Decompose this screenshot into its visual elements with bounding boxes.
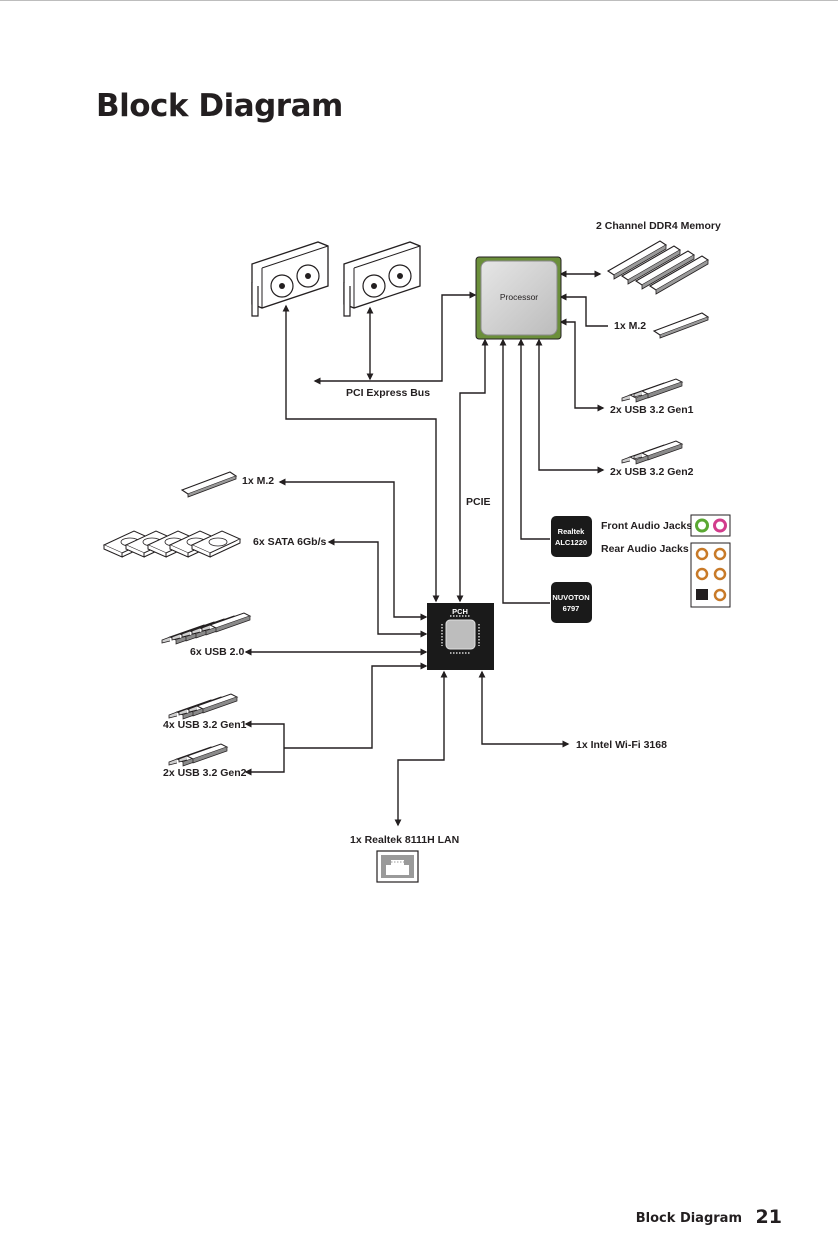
pcie-label: PCIE [466,496,491,508]
pch-chip: PCH [427,603,494,670]
page-number: 21 [755,1206,782,1228]
usb20-icon [161,612,251,645]
link-cpu-usb-gen1 [559,318,605,412]
link-pch-m2 [278,478,428,621]
lan-label: 1x Realtek 8111H LAN [350,834,459,846]
wifi-label: 1x Intel Wi-Fi 3168 [576,739,667,751]
ddr4-memory-icon [607,240,709,295]
footer-title: Block Diagram [635,1211,742,1226]
pch-usb-gen2-label: 2x USB 3.2 Gen2 [163,767,247,779]
pch-usb-gen2-icon [168,743,228,767]
cpu-m2-icon [653,312,709,339]
nuvoton-line1: NUVOTON [552,593,589,602]
pch-usb-gen1-icon [168,693,238,720]
cpu-usb-gen2-icon [621,440,683,465]
pch-label: PCH [452,607,468,616]
rear-audio-label: Rear Audio Jacks [601,543,689,555]
realtek-audio-chip: Realtek ALC1220 [551,516,592,557]
processor-chip: Processor [475,256,562,340]
sata-label: 6x SATA 6Gb/s [253,536,326,548]
cpu-m2-label: 1x M.2 [614,320,646,332]
pch-usb-gen1-label: 4x USB 3.2 Gen1 [163,719,247,731]
link-pch-usb-fanout [284,662,428,749]
front-audio-label: Front Audio Jacks [601,520,692,532]
realtek-line1: Realtek [558,527,586,536]
graphics-card-icon [343,241,421,317]
lan-port-icon [376,850,419,883]
cpu-usb-gen1-label: 2x USB 3.2 Gen1 [610,404,694,416]
rear-audio-jacks-icon [690,542,731,608]
pch-m2-label: 1x M.2 [242,475,274,487]
processor-label: Processor [500,292,538,302]
link-realtek [517,338,550,540]
cpu-usb-gen1-icon [621,378,683,403]
link-nuvoton [499,338,550,604]
connections [244,270,608,827]
link-sata [327,538,428,638]
pcie-bus-label: PCI Express Bus [346,387,430,399]
link-wifi [478,670,570,748]
usb20-label: 6x USB 2.0 [190,646,244,658]
sata-drives-icon [103,530,241,558]
cpu-usb-gen2-label: 2x USB 3.2 Gen2 [610,466,694,478]
memory-label: 2 Channel DDR4 Memory [596,220,721,232]
nuvoton-chip: NUVOTON 6797 [551,582,592,623]
pch-m2-icon [181,471,237,498]
nuvoton-line2: 6797 [563,604,580,613]
graphics-card-icon [251,241,329,317]
link-pcie-processor-pch [456,338,489,603]
top-rule [0,0,838,1]
page-title: Block Diagram [96,88,343,124]
front-audio-jacks-icon [690,514,731,537]
realtek-line2: ALC1220 [555,538,587,547]
link-lan [394,670,448,827]
link-pch-usb-gen1 [244,720,285,776]
link-pci-bus-processor [313,291,477,385]
link-gpu1-pch [282,304,440,603]
link-cpu-usb-gen2 [535,338,605,474]
